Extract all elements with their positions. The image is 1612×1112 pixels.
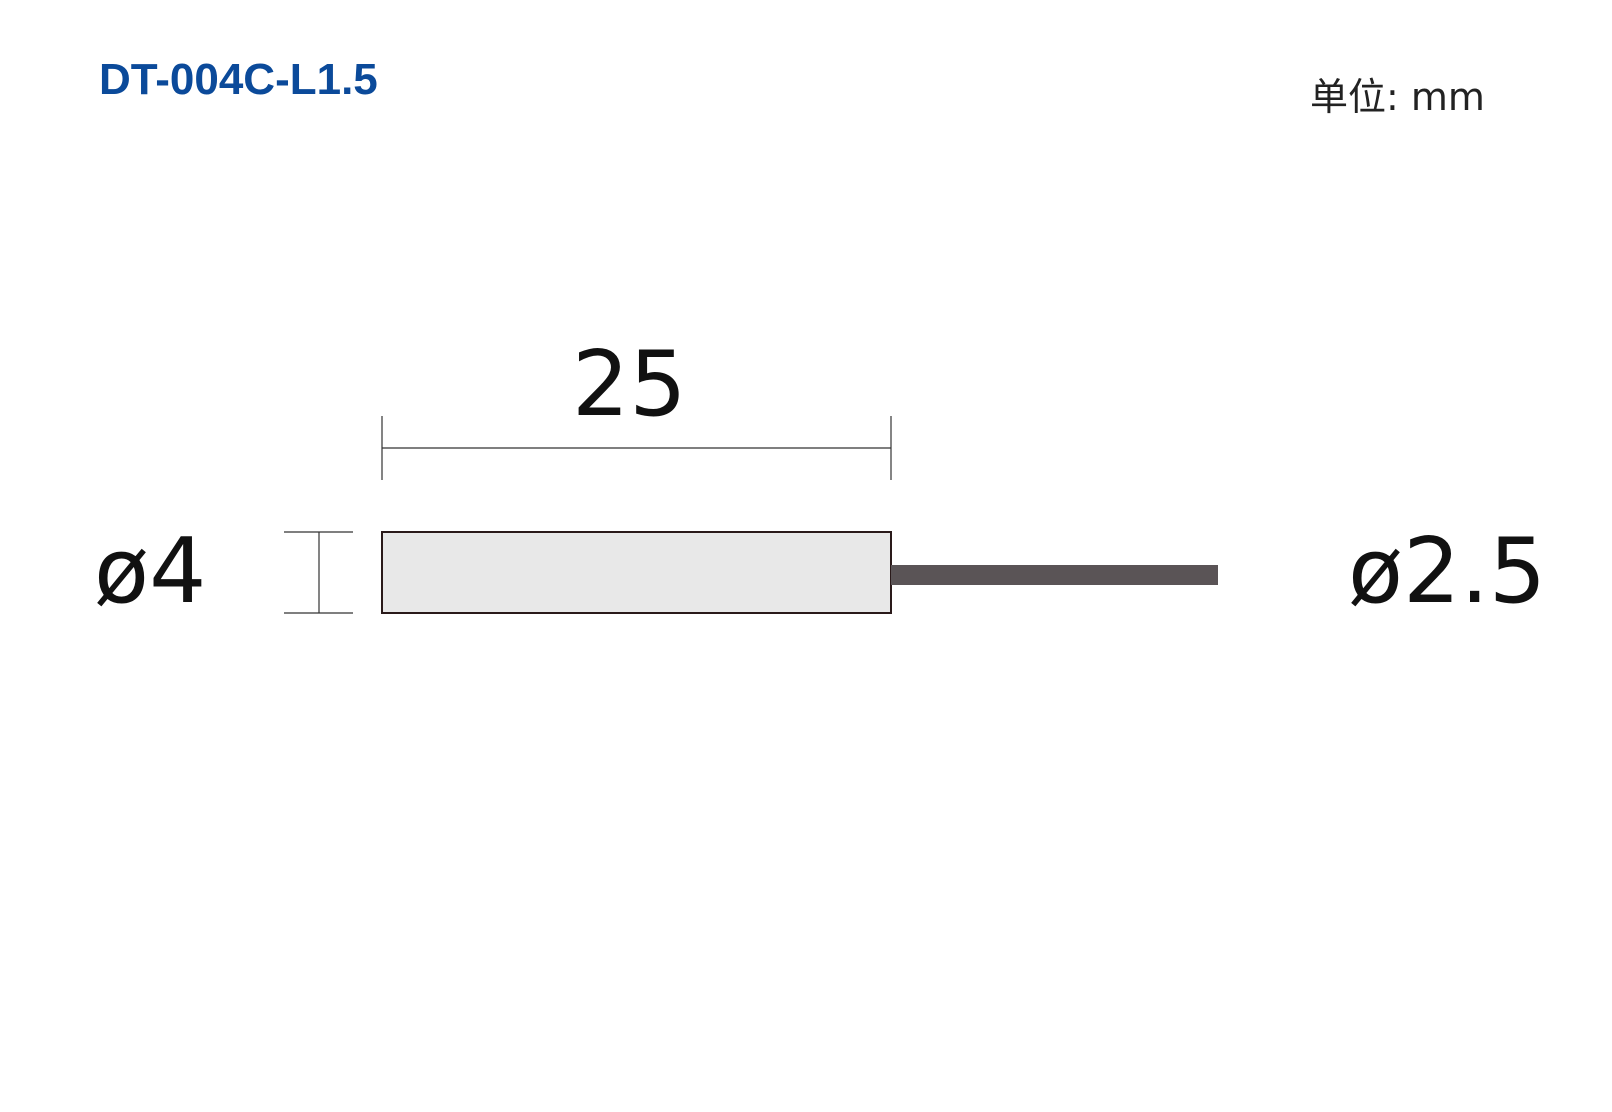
body-length-label: 25 bbox=[572, 332, 687, 437]
unit-label: 单位: mm bbox=[1310, 75, 1485, 119]
body-diameter-label: ø4 bbox=[94, 519, 207, 624]
cable-diameter-label: ø2.5 bbox=[1348, 519, 1547, 624]
sensor-cable bbox=[891, 565, 1218, 585]
model-title: DT-004C-L1.5 bbox=[99, 55, 378, 104]
sensor-body bbox=[381, 531, 892, 614]
